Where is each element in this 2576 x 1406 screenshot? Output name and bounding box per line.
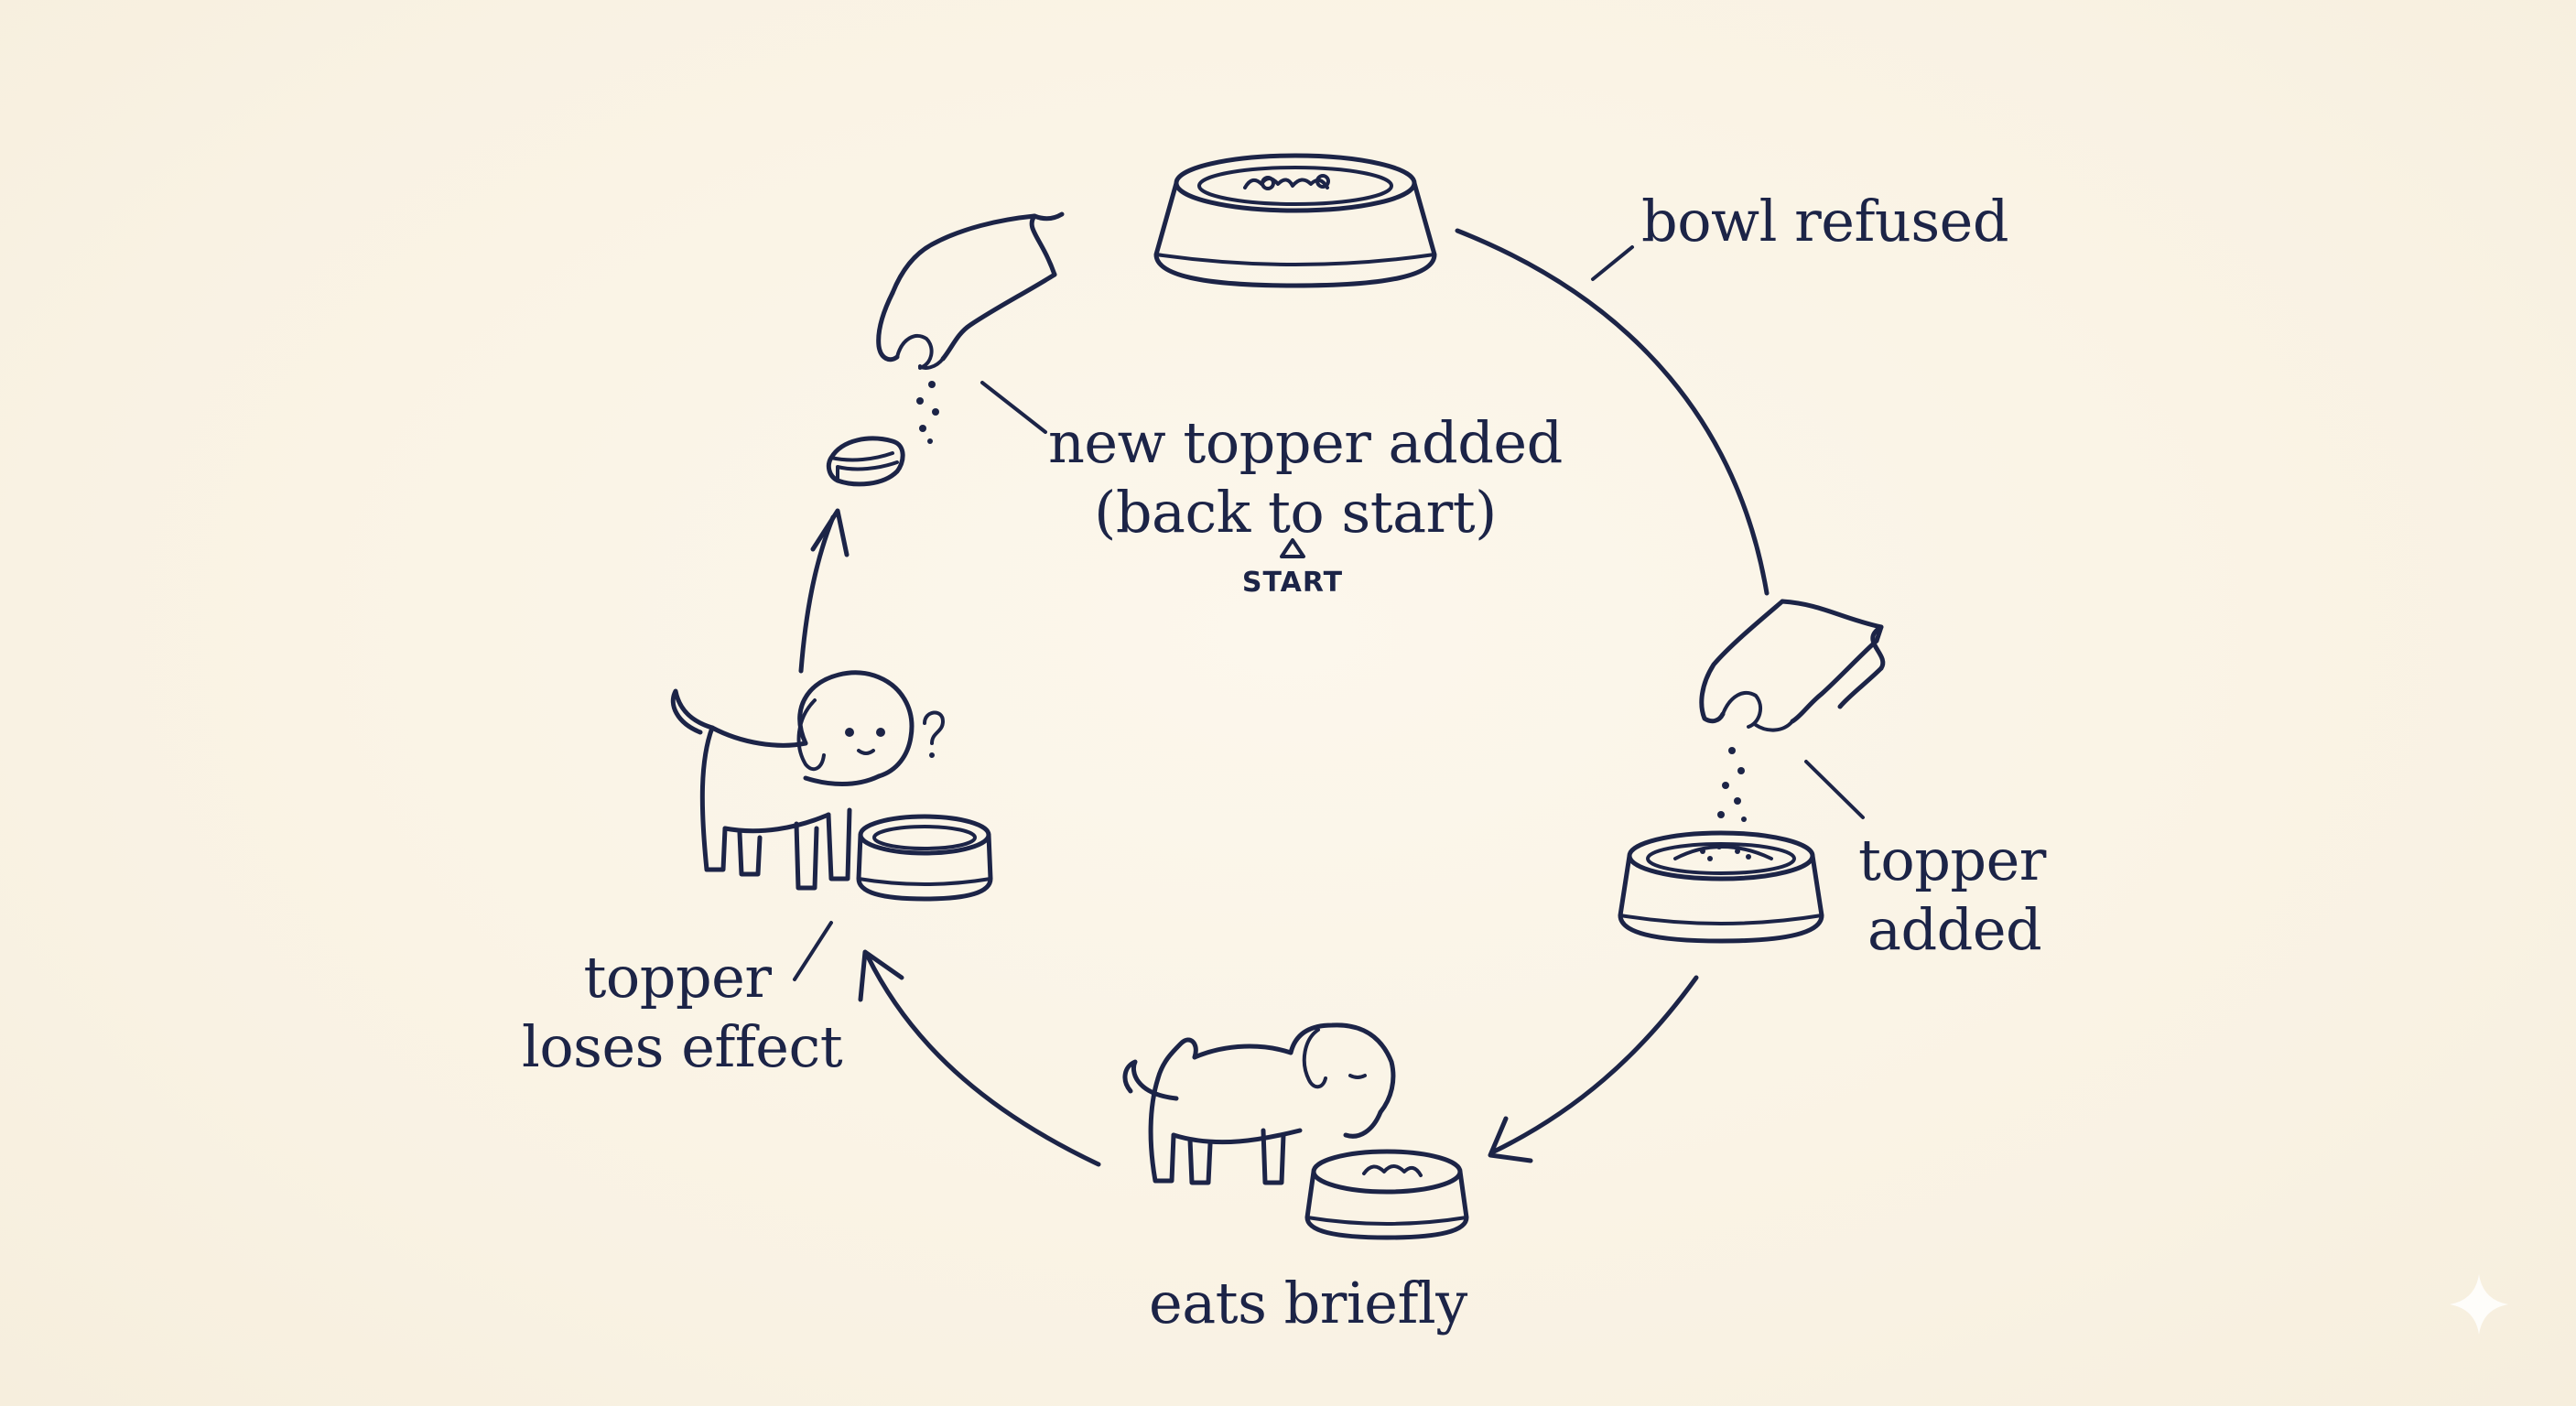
- start-triangle-icon: [1280, 538, 1305, 558]
- sparkle-icon: [2450, 1274, 2508, 1335]
- arrowhead-to-new: [810, 508, 850, 557]
- leader-new-topper: [980, 381, 1047, 434]
- start-text: START: [1241, 567, 1344, 599]
- leader-topper-added: [1804, 760, 1865, 819]
- sprinkle-dots: [1717, 747, 1747, 822]
- confused-dog-icon: [670, 670, 915, 891]
- hand-new-topper-icon: [876, 211, 1065, 370]
- arc-topper-to-eats: [1491, 975, 1699, 1154]
- question-mark-icon: [923, 710, 945, 758]
- full-bowl-icon: [1153, 153, 1437, 288]
- label-topper-added: topper added: [1858, 826, 2046, 965]
- sprinkle-dots-new: [916, 381, 939, 444]
- eating-bowl-icon: [1304, 1149, 1469, 1240]
- label-new-topper-added: new topper added (back to start): [1048, 408, 1563, 547]
- new-topper-line-1: new topper added: [1048, 409, 1563, 476]
- topper-loses-line-2: loses effect: [522, 1013, 843, 1080]
- eats-briefly-text: eats briefly: [1149, 1270, 1467, 1336]
- leader-bowl-refused: [1591, 245, 1634, 281]
- empty-bowl-icon: [856, 814, 993, 902]
- leader-topper-loses: [793, 921, 833, 981]
- label-eats-briefly: eats briefly: [1149, 1269, 1467, 1338]
- arc-loses-to-new: [798, 514, 836, 674]
- arc-bowl-to-topper: [1455, 228, 1770, 596]
- label-bowl-refused: bowl refused: [1641, 187, 2009, 256]
- dog-eating-icon: [1122, 1022, 1396, 1185]
- topper-loses-line-1: topper: [583, 944, 772, 1011]
- arc-eats-to-loses: [865, 954, 1101, 1167]
- arrowhead-to-loses: [858, 949, 904, 1002]
- new-topper-line-2: (back to start): [1094, 479, 1497, 546]
- bowl-with-topper-icon: [1618, 830, 1824, 944]
- arrowhead-to-eats: [1488, 1116, 1533, 1163]
- label-topper-loses-effect: topper loses effect: [522, 943, 843, 1082]
- hand-sprinkling-icon: [1699, 599, 1886, 732]
- topper-added-line-1: topper: [1858, 827, 2046, 893]
- treat-icon: [826, 436, 905, 487]
- topper-added-line-2: added: [1867, 896, 2042, 963]
- start-label: START: [1238, 568, 1348, 599]
- bowl-refused-text: bowl refused: [1641, 188, 2009, 254]
